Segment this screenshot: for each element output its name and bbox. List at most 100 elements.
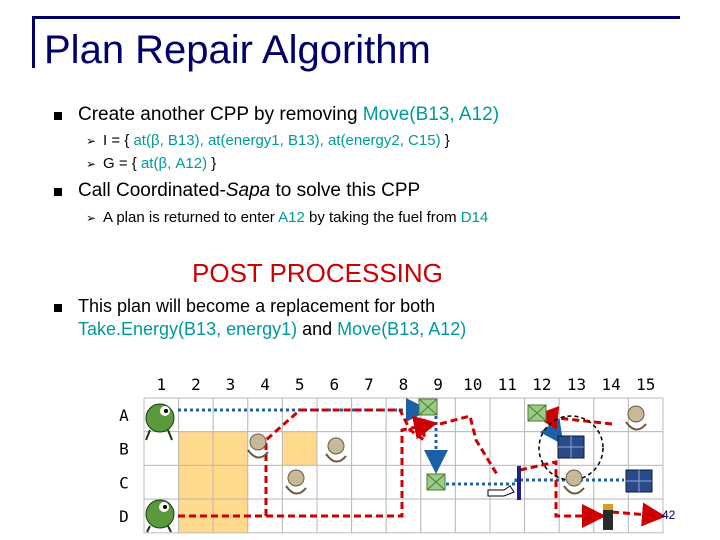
column-label-7: 7 [364, 375, 374, 394]
bullet-3-hl2: Move(B13, A12) [337, 319, 467, 339]
column-label-15: 15 [636, 375, 655, 394]
sub-2a-hl1: A12 [278, 209, 305, 226]
green-square-icon [527, 404, 547, 422]
column-label-12: 12 [532, 375, 551, 394]
grid-cells [143, 397, 664, 534]
sub-bullet-goal-state: G = { at(β, A12) } [103, 155, 216, 172]
column-label-10: 10 [463, 375, 482, 394]
grid-cell-C1 [143, 464, 180, 500]
grid-cell-A5 [281, 397, 318, 433]
grid-cell-B10 [454, 431, 491, 466]
grid-cell-A4 [247, 397, 283, 433]
bullet-2-suffix: to solve this CPP [270, 180, 421, 201]
grid-icons [145, 398, 653, 533]
title-frame-top [32, 16, 680, 19]
monkey-icon [325, 437, 347, 463]
solar-panel-icon [557, 435, 585, 459]
bullet-square-icon [54, 304, 62, 312]
sub-1b-prefix: G = { [103, 155, 141, 172]
hand-pointer-icon [487, 485, 515, 497]
sub-1a-highlight: at(β, B13), at(energy1, B13), at(energy2… [133, 132, 441, 149]
red-path-a14-a12 [534, 406, 613, 430]
column-label-11: 11 [498, 375, 517, 394]
sub-2a-hl2: D14 [460, 209, 489, 226]
column-label-9: 9 [433, 375, 443, 394]
grid-cell-A3 [212, 397, 249, 433]
bullet-2-italic: Sapa [225, 180, 271, 201]
row-label-B: B [119, 440, 129, 459]
column-label-4: 4 [260, 375, 270, 394]
sub-1b-suffix: } [207, 155, 217, 172]
grid-cell-D3 [212, 498, 249, 534]
monkey-icon [563, 469, 585, 495]
sub-bullet-plan-returned: A plan is returned to enter A12 by takin… [103, 209, 488, 226]
sub-2a-prefix: A plan is returned to enter [103, 209, 279, 226]
grid-cell-C12 [524, 464, 560, 500]
grid-cell-B15 [627, 431, 664, 466]
bullet-3-hl1: Take.Energy(B13, energy1) [78, 319, 298, 339]
column-label-8: 8 [399, 375, 409, 394]
monkey-icon [247, 433, 269, 459]
column-label-6: 6 [329, 375, 339, 394]
bullet-1-highlight: Move(B13, A12) [362, 104, 500, 125]
row-label-D: D [119, 507, 129, 526]
arrow-bullet-icon: ➢ [86, 157, 97, 171]
title-frame-left [32, 16, 35, 68]
bullet-3-mid: and [297, 319, 338, 339]
arrow-bullet-icon: ➢ [86, 211, 97, 225]
grid-cell-C14 [593, 464, 629, 500]
grid-cell-B1 [143, 431, 180, 466]
sub-1a-prefix: I = { [103, 132, 134, 149]
row-label-C: C [119, 473, 129, 492]
grid-cell-C7 [351, 464, 387, 500]
column-label-3: 3 [226, 375, 236, 394]
grid-cell-D12 [524, 498, 560, 534]
column-label-5: 5 [295, 375, 305, 394]
bullet-3-line-2: Take.Energy(B13, energy1) and Move(B13, … [78, 319, 466, 340]
green-robot-icon [145, 403, 175, 441]
monkey-icon [285, 469, 307, 495]
bullet-1: Create another CPP by removing Move(B13,… [78, 104, 499, 126]
page-number: 42 [662, 508, 676, 522]
green-robot-icon [145, 499, 175, 533]
post-processing-heading: POST PROCESSING [192, 258, 443, 288]
grid-cell-D9 [420, 498, 456, 534]
sub-bullet-initial-state: I = { at(β, B13), at(energy1, B13), at(e… [103, 132, 450, 149]
row-label-A: A [119, 406, 129, 425]
arrow-bullet-icon: ➢ [86, 134, 97, 148]
grid-cell-B7 [351, 431, 387, 466]
bullet-2: Call Coordinated-Sapa to solve this CPP [78, 180, 420, 202]
column-label-14: 14 [601, 375, 620, 394]
bullet-1-text: Create another CPP by removing [78, 104, 363, 125]
grid-cell-C3 [212, 464, 249, 500]
bullet-2-prefix: Call Coordinated- [78, 180, 226, 201]
grid-cell-D11 [489, 498, 526, 534]
grid-cell-B5 [281, 431, 318, 466]
fuel-battery-icon [603, 504, 613, 530]
grid-cell-A2 [178, 397, 214, 433]
grid-cell-D10 [454, 498, 491, 534]
solar-panel-icon [625, 469, 653, 493]
green-square-icon [426, 473, 446, 491]
grid-cell-B3 [212, 431, 249, 466]
grid-cell-A13 [558, 397, 595, 433]
column-label-2: 2 [191, 375, 201, 394]
red-path-a9-c11 [439, 414, 500, 477]
grid-cell-C2 [178, 464, 214, 500]
bullet-square-icon [54, 112, 62, 120]
grid-cell-B2 [178, 431, 214, 466]
slide-title: Plan Repair Algorithm [44, 28, 431, 72]
sub-1a-suffix: } [440, 132, 450, 149]
grid-cell-C10 [454, 464, 491, 500]
grid-cell-B11 [489, 431, 526, 466]
grid-cell-B9 [420, 431, 456, 466]
green-square-icon [418, 398, 438, 416]
bullet-square-icon [54, 188, 62, 196]
grid-cell-A7 [351, 397, 387, 433]
red-path-d4-a9 [266, 415, 438, 518]
grid-cell-C6 [316, 464, 353, 500]
grid-cell-A10 [454, 397, 491, 433]
monkey-icon [625, 405, 647, 431]
